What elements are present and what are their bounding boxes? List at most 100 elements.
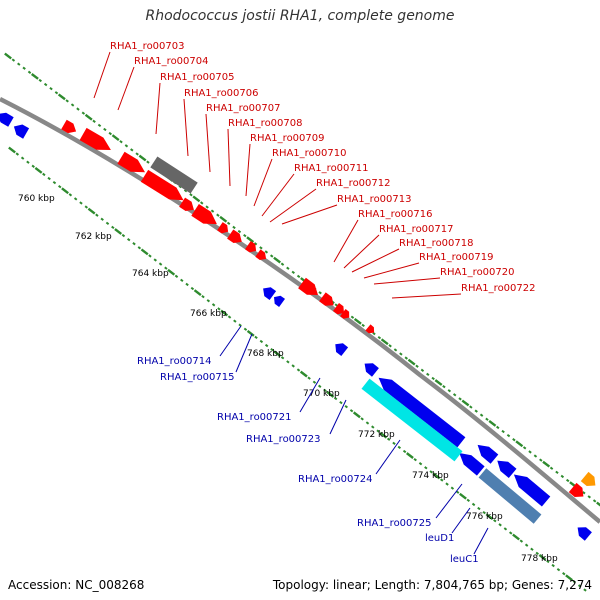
inner-tick-mark [58,185,62,189]
forward-gene-label: RHA1_ro00710 [272,148,347,159]
reverse-gene-arrow [477,444,499,464]
forward-gene-label: RHA1_ro00709 [250,133,325,144]
inner-tick-mark [105,221,110,225]
outer-tick-mark [138,154,147,162]
outer-tick-mark [420,368,425,372]
outer-tick-mark [253,242,258,246]
outer-tick-mark [237,229,242,234]
inner-tick-mark [565,574,573,582]
forward-gene-label: RHA1_ro00703 [110,41,185,52]
inner-tick-mark [61,187,69,195]
inner-tick-mark [264,343,269,348]
inner-tick-mark [524,543,529,547]
inner-tick-mark [31,164,35,168]
inner-tick-mark [333,396,338,401]
forward-strand-genes [61,119,584,497]
orange-feature [580,471,596,486]
forward-gene-label: RHA1_ro00707 [206,103,281,114]
reverse-gene-labels: RHA1_ro00714RHA1_ro00715RHA1_ro00721RHA1… [137,325,489,565]
inner-tick-mark [503,527,508,531]
reverse-gene-label: leuC1 [450,554,479,565]
outer-tick-mark [189,193,193,197]
forward-gene-arrow [365,324,375,334]
inner-tick-mark [485,513,494,521]
outer-tick-mark [474,409,478,413]
inner-tick-mark [180,278,184,283]
outer-tick-mark [111,134,120,142]
outer-tick-mark [291,270,295,274]
outer-tick-mark [273,256,282,264]
inner-tick-mark [167,268,176,276]
reverse-gene-arrow [364,363,379,377]
tick-label: 764 kbp [132,269,169,279]
reverse-gene-arrow [13,124,30,139]
inner-tick-mark [121,233,126,238]
forward-gene-arrow [140,169,184,201]
outer-tick-mark [596,501,600,507]
outer-tick-mark [38,78,43,83]
outer-tick-mark [97,123,102,128]
inner-tick-mark [68,193,73,197]
tick-label: 760 kbp [18,194,55,204]
inner-tick-mark [291,364,295,368]
inner-tick-mark [418,462,423,466]
outer-tick-mark [183,189,188,193]
inner-tick-mark [114,228,123,235]
inner-tick-mark [445,482,449,486]
reverse-label-leader [219,325,242,357]
forward-label-leader [183,98,189,157]
reverse-label-leader [375,439,401,475]
inner-tick-mark [233,319,237,323]
reverse-gene-label: RHA1_ro00715 [160,372,235,383]
inner-tick-mark [111,225,115,230]
forward-label-leader [373,277,441,285]
inner-tick-mark [158,262,163,266]
tick-label: 768 kbp [247,349,284,359]
inner-tick-mark [323,388,327,393]
inner-tick-mark [376,429,380,433]
inner-tick-mark [512,533,520,541]
outer-tick-mark [431,376,435,381]
reverse-gene-arrow [378,377,466,448]
inner-tick-mark [429,470,433,474]
outer-tick-mark [447,389,452,393]
inner-tick-mark [493,519,497,523]
reverse-label-leader [235,333,253,373]
inner-tick-mark [466,498,470,503]
forward-label-leader [333,219,359,263]
inner-tick-mark [299,370,308,378]
inner-tick-mark [47,176,51,181]
inner-tick-mark [535,551,539,555]
outer-tick-mark [108,131,112,136]
inner-tick-mark [193,289,202,296]
inner-tick-mark [562,572,566,576]
outer-tick-mark [488,419,497,427]
inner-tick-ring [8,146,587,592]
outer-tick-mark [501,429,505,434]
reverse-label-leader [435,483,463,519]
inner-tick-mark [360,417,364,421]
outer-tick-mark [210,209,215,213]
inner-tick-mark [455,490,460,494]
inner-tick-mark [42,172,46,177]
forward-gene-arrow [333,303,344,315]
outer-tick-mark [377,336,382,340]
forward-gene-label: RHA1_ro00706 [184,88,259,99]
inner-tick-mark [477,506,481,511]
inner-tick-mark [286,360,290,364]
map-title: Rhodococcus jostii RHA1, complete genome [145,8,455,24]
inner-tick-mark [371,425,375,429]
forward-gene-labels: RHA1_ro00703RHA1_ro00704RHA1_ro00705RHA1… [93,41,536,299]
outer-tick-mark [81,111,86,115]
outer-tick-mark [57,93,66,101]
reverse-gene-arrow [274,295,285,307]
outer-tick-mark [226,221,231,225]
outer-tick-mark [27,70,32,74]
inner-tick-mark [73,197,78,201]
outer-tick-mark [124,144,129,148]
forward-label-leader [261,173,295,217]
inner-tick-mark [413,457,417,462]
inner-tick-mark [206,299,211,303]
outer-tick-mark [4,52,12,60]
